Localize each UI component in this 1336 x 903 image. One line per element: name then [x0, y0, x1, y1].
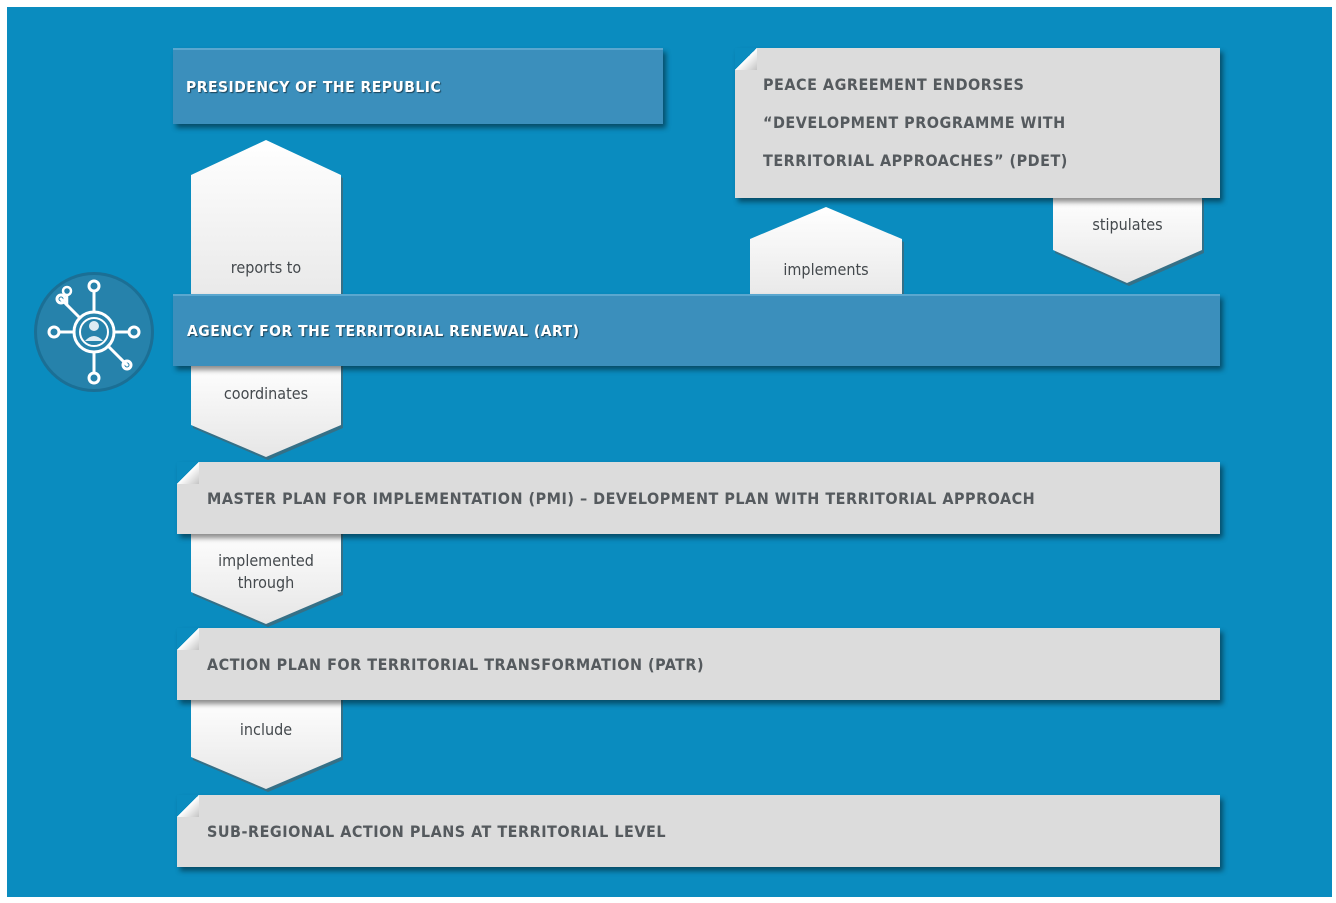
connector-coordinates	[191, 362, 343, 460]
connector-include	[191, 697, 343, 792]
node-patr-label: ACTION PLAN FOR TERRITORIAL TRANSFORMATI…	[207, 654, 705, 674]
label-reports-to: reports to	[230, 258, 302, 277]
label-include: include	[239, 720, 293, 739]
node-subregional-label: SUB-REGIONAL ACTION PLANS AT TERRITORIAL…	[207, 821, 667, 841]
node-patr: ACTION PLAN FOR TERRITORIAL TRANSFORMATI…	[177, 628, 1220, 700]
diagram-canvas: PRESIDENCY OF THE REPUBLIC PEACE AGREEME…	[7, 7, 1332, 897]
label-implemented-through: implemented through	[191, 550, 341, 594]
node-pmi: MASTER PLAN FOR IMPLEMENTATION (PMI) – D…	[177, 462, 1220, 534]
label-stipulates: stipulates	[1092, 215, 1163, 234]
connector-stipulates	[1053, 197, 1204, 286]
connector-implemented-through	[191, 527, 343, 627]
node-pmi-label: MASTER PLAN FOR IMPLEMENTATION (PMI) – D…	[207, 488, 1036, 508]
peace-agreement-line-3: TERRITORIAL APPROACHES” (PDET)	[763, 151, 1068, 170]
node-presidency-label: PRESIDENCY OF THE REPUBLIC	[186, 78, 442, 96]
node-art: AGENCY FOR THE TERRITORIAL RENEWAL (ART)	[173, 294, 1220, 366]
connector-reports-to	[191, 140, 343, 320]
label-coordinates: coordinates	[223, 384, 309, 403]
label-implemented-line-1: implemented	[218, 551, 314, 570]
label-implemented-line-2: through	[237, 573, 295, 592]
network-person-icon	[34, 272, 154, 392]
connector-implements	[750, 207, 904, 310]
node-presidency: PRESIDENCY OF THE REPUBLIC	[173, 48, 663, 124]
node-peace-agreement: PEACE AGREEMENT ENDORSES “DEVELOPMENT PR…	[735, 48, 1220, 198]
peace-agreement-line-1: PEACE AGREEMENT ENDORSES	[763, 75, 1025, 94]
peace-agreement-line-2: “DEVELOPMENT PROGRAMME WITH	[763, 113, 1066, 132]
label-implements: implements	[783, 260, 869, 279]
node-subregional: SUB-REGIONAL ACTION PLANS AT TERRITORIAL…	[177, 795, 1220, 867]
node-art-label: AGENCY FOR THE TERRITORIAL RENEWAL (ART)	[187, 322, 580, 340]
